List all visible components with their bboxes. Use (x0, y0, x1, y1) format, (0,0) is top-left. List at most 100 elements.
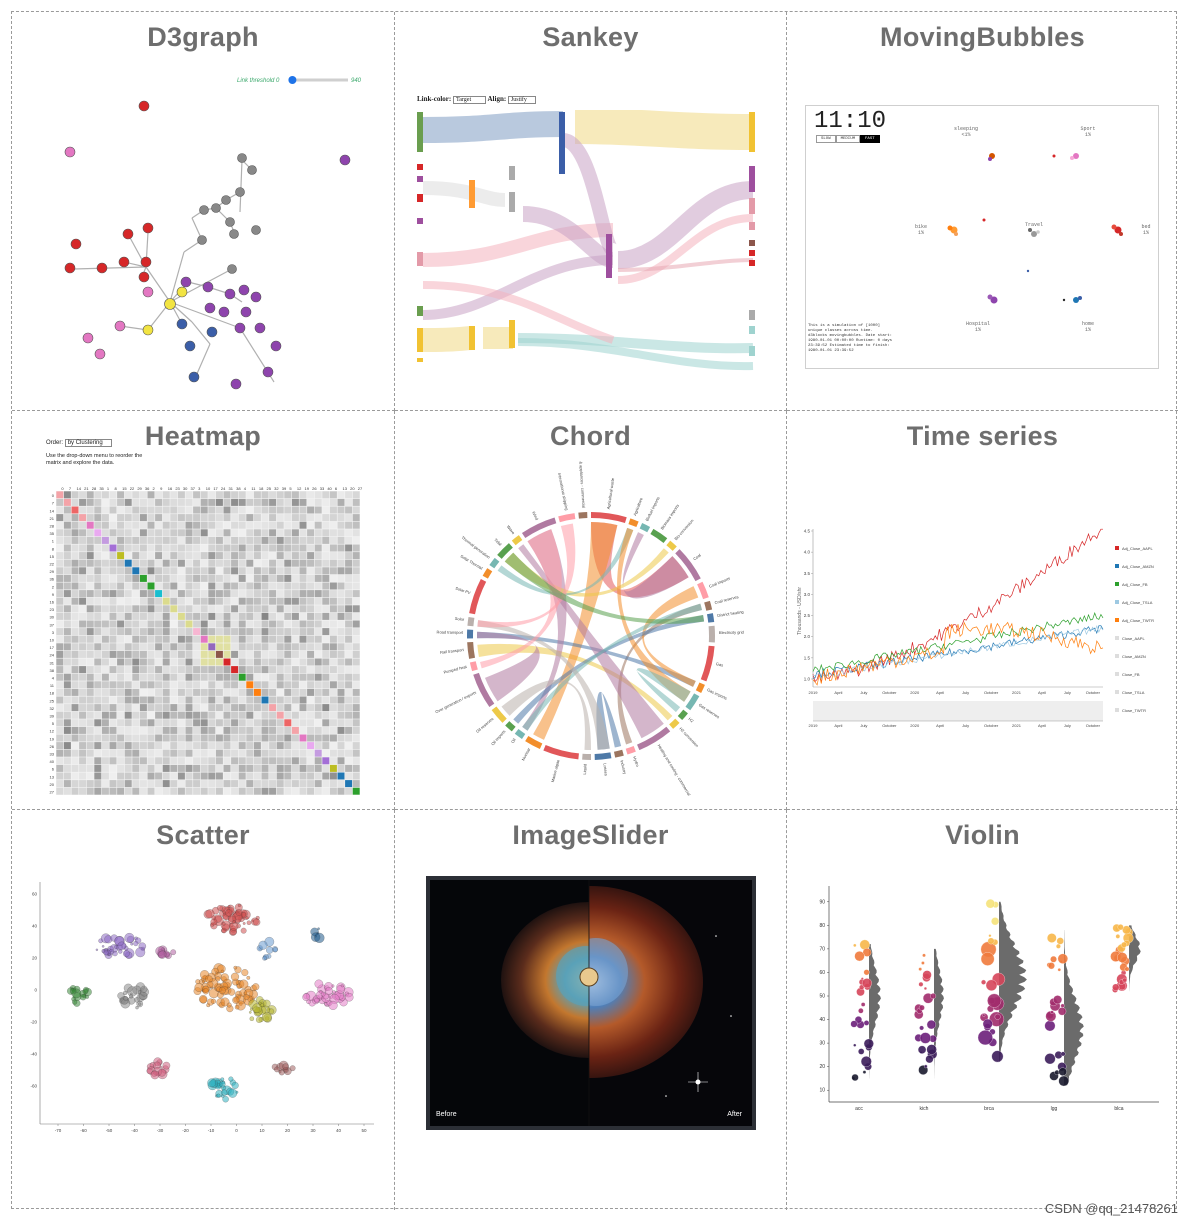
chord-group-arc[interactable] (677, 709, 688, 721)
chord-group-arc[interactable] (669, 718, 680, 729)
align-select[interactable]: Justify (507, 96, 536, 104)
image-slider-frame[interactable]: Before After (426, 876, 756, 1130)
speed-button-medium[interactable]: MEDIUM (835, 135, 861, 143)
ts-legend-swatch[interactable] (1115, 672, 1119, 676)
ts-legend-label[interactable]: Adj_Close_FB (1122, 582, 1148, 587)
order-select[interactable]: by Clustering (64, 439, 112, 447)
ts-legend-label[interactable]: Adj_Close_TWTR (1122, 618, 1154, 623)
ts-legend-label[interactable]: Close_FB (1122, 672, 1140, 677)
chord-group-arc[interactable] (594, 752, 612, 760)
ts-legend-label[interactable]: Adj_Close_AMZN (1122, 564, 1154, 569)
chord-group-arc[interactable] (473, 672, 495, 708)
ts-legend-swatch[interactable] (1115, 690, 1119, 694)
heatmap-cell (193, 582, 201, 590)
speed-button-fast[interactable]: FAST (860, 135, 880, 143)
chord-group-arc[interactable] (708, 625, 715, 643)
heatmap-cell (345, 787, 353, 795)
heatmap-cell (193, 764, 201, 772)
chord-group-arc[interactable] (511, 535, 523, 546)
chord-group-arc[interactable] (467, 616, 475, 627)
chord-group-arc[interactable] (482, 568, 493, 579)
chord-group-arc[interactable] (525, 735, 543, 749)
ts-legend-swatch[interactable] (1115, 618, 1119, 622)
ts-legend-swatch[interactable] (1115, 546, 1119, 550)
ts-legend-swatch[interactable] (1115, 600, 1119, 604)
chord-group-arc[interactable] (469, 579, 487, 615)
chord-group-arc[interactable] (558, 513, 576, 523)
heatmap-cell (185, 726, 193, 734)
chord-group-arc[interactable] (675, 549, 701, 582)
chord-group-arc[interactable] (591, 512, 627, 523)
chord-group-arc[interactable] (697, 581, 709, 600)
chord-group-arc[interactable] (704, 600, 713, 611)
chord-group-arc[interactable] (489, 557, 500, 569)
chord-group-arc[interactable] (582, 753, 591, 760)
chord-group-arc[interactable] (625, 746, 636, 755)
chord-group-arc[interactable] (497, 543, 513, 559)
cell-d3graph: D3graph Link threshold 0 940 (12, 12, 395, 411)
ts-legend-swatch[interactable] (1115, 654, 1119, 658)
heatmap-cell (101, 772, 109, 780)
chord-group-arc[interactable] (695, 682, 705, 693)
link-color-select[interactable]: Target (452, 96, 487, 104)
chord-group-arc[interactable] (706, 613, 715, 623)
chord-group-arc[interactable] (521, 517, 557, 538)
chord-group-arc[interactable] (578, 512, 588, 519)
chord-group-arc[interactable] (491, 706, 507, 723)
chord-group-arc[interactable] (543, 744, 579, 760)
svg-text:-40: -40 (30, 1052, 37, 1057)
violin-point (985, 899, 996, 909)
heatmap-cell (253, 514, 261, 522)
scatter-point (237, 904, 241, 907)
chord-group-arc[interactable] (514, 729, 526, 740)
heatmap-cell (337, 719, 345, 727)
chord-group-arc[interactable] (613, 749, 624, 758)
threshold-slider-handle[interactable] (288, 76, 297, 84)
chord-group-arc[interactable] (639, 523, 651, 533)
heatmap-cell (223, 536, 231, 544)
chord-group-arc[interactable] (650, 528, 668, 543)
ts-legend-swatch[interactable] (1115, 564, 1119, 568)
heatmap-cell (132, 780, 140, 788)
heatmap-cell (155, 742, 163, 750)
heatmap-cell (71, 650, 79, 658)
scatter-point (217, 905, 223, 911)
svg-text:10: 10 (259, 1128, 265, 1133)
chord-group-arc[interactable] (628, 518, 639, 528)
svg-text:0: 0 (34, 988, 37, 993)
heatmap-cell (86, 772, 94, 780)
chord-group-arc[interactable] (505, 721, 516, 732)
chord-group-arc[interactable] (666, 540, 677, 551)
heatmap-cell (56, 658, 64, 666)
heatmap-cell (132, 681, 140, 689)
speed-button-slow[interactable]: SLOW (816, 135, 836, 143)
ts-brush-area[interactable] (813, 701, 1103, 721)
chord-group-arc[interactable] (685, 693, 700, 711)
ts-legend-label[interactable]: Close_TWTR (1122, 708, 1146, 713)
ts-legend-swatch[interactable] (1115, 636, 1119, 640)
heatmap-cell (322, 711, 330, 719)
chord-group-arc[interactable] (467, 641, 476, 659)
violin-category-label: lgg (1051, 1106, 1058, 1112)
chord-group-arc[interactable] (700, 645, 715, 682)
heatmap-cell (345, 552, 353, 560)
heatmap-cell (246, 498, 254, 506)
heatmap-cell (185, 719, 193, 727)
violin-point (1056, 937, 1064, 945)
chord-group-arc[interactable] (467, 629, 474, 639)
graph-nodes (64, 100, 351, 390)
ts-legend-label[interactable]: Close_AMZN (1122, 654, 1146, 659)
heatmap-cell (94, 650, 102, 658)
violin-point (1117, 924, 1124, 931)
heatmap-cell (124, 567, 132, 575)
ts-legend-label[interactable]: Adj_Close_TSLA (1122, 600, 1153, 605)
ts-legend-swatch[interactable] (1115, 708, 1119, 712)
slider-handle[interactable] (579, 967, 599, 987)
ts-legend-label[interactable]: Adj_Close_AAPL (1122, 546, 1153, 551)
ts-legend-label[interactable]: Close_TSLA (1122, 690, 1145, 695)
ts-legend-label[interactable]: Close_AAPL (1122, 636, 1145, 641)
ts-legend-swatch[interactable] (1115, 582, 1119, 586)
chord-group-arc[interactable] (469, 661, 478, 672)
heatmap-cell (261, 620, 269, 628)
chord-group-arc[interactable] (637, 726, 671, 751)
